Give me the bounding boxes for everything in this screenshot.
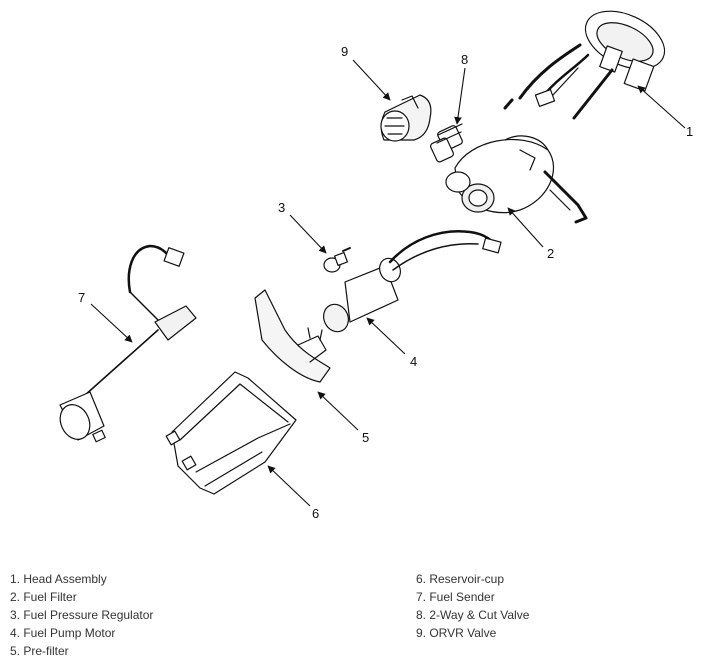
legend-item: 3. Fuel Pressure Regulator [10, 608, 154, 622]
callout-1: 1 [686, 124, 693, 139]
leader-line-6 [267, 465, 311, 507]
callout-4: 4 [410, 354, 417, 369]
pre-filter-part [254, 289, 331, 383]
parts-legend-left: 1. Head Assembly 2. Fuel Filter 3. Fuel … [10, 570, 153, 660]
parts-legend-right: 6. Reservoir-cup 7. Fuel Sender 8. 2-Way… [416, 570, 529, 642]
fuel-sender-part [59, 244, 197, 443]
fuel-pump-motor-part [323, 230, 502, 333]
callout-9: 9 [341, 44, 348, 59]
callout-5: 5 [362, 430, 369, 445]
leader-line-7 [90, 303, 133, 343]
leader-line-9 [352, 59, 391, 101]
legend-item: 9. ORVR Valve [416, 626, 497, 640]
callout-2: 2 [547, 246, 554, 261]
orvr-valve-part [380, 94, 432, 142]
callout-3: 3 [278, 200, 285, 215]
leader-line-5 [317, 391, 359, 431]
leader-line-1 [637, 85, 686, 129]
legend-item: 2. Fuel Filter [10, 590, 77, 604]
legend-item: 4. Fuel Pump Motor [10, 626, 116, 640]
legend-item: 1. Head Assembly [10, 572, 107, 586]
leader-line-4 [366, 317, 406, 355]
leader-line-2 [507, 207, 544, 248]
legend-item: 6. Reservoir-cup [416, 572, 505, 586]
head-assembly-part [503, 10, 666, 120]
exploded-fuel-pump-diagram: 1 2 3 4 5 6 7 8 9 [59, 10, 693, 521]
legend-item: 8. 2-Way & Cut Valve [416, 608, 530, 622]
callout-7: 7 [78, 290, 85, 305]
callout-8: 8 [461, 52, 468, 67]
fuel-pressure-regulator-part [323, 247, 351, 273]
leader-line-8 [454, 67, 466, 125]
callout-6: 6 [312, 506, 319, 521]
leader-line-3 [289, 214, 327, 254]
legend-item: 7. Fuel Sender [416, 590, 495, 604]
fuel-filter-part [445, 135, 588, 224]
reservoir-cup-part [165, 371, 297, 495]
two-way-cut-valve-part [430, 123, 463, 163]
legend-item: 5. Pre-filter [10, 644, 69, 658]
